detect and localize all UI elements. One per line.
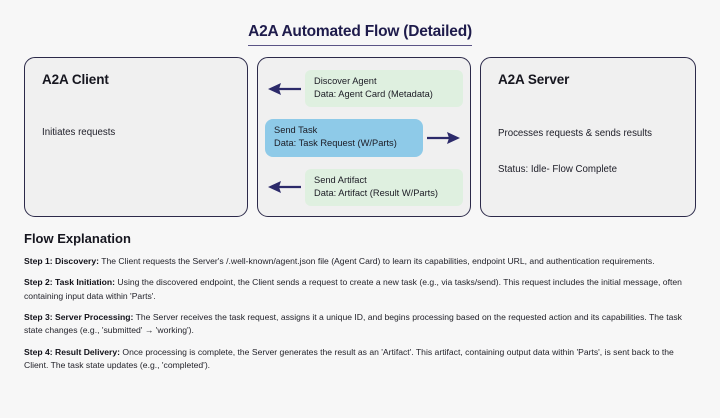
flow-explanation-section: Flow Explanation Step 1: Discovery: The …	[24, 231, 696, 372]
server-panel-description: Processes requests & sends results	[498, 128, 652, 139]
server-panel-title: A2A Server	[498, 72, 570, 87]
arrow-left-icon	[265, 82, 305, 96]
explanation-step-3: Step 3: Server Processing: The Server re…	[24, 311, 696, 338]
page-title: A2A Automated Flow (Detailed)	[248, 23, 472, 46]
message-box-send-artifact: Send Artifact Data: Artifact (Result W/P…	[305, 168, 463, 206]
message-row-send-artifact: Send Artifact Data: Artifact (Result W/P…	[265, 168, 463, 207]
message-label: Send Artifact	[314, 174, 367, 185]
message-flow-panel: Discover Agent Data: Agent Card (Metadat…	[257, 57, 471, 217]
step-label: Step 3: Server Processing:	[24, 311, 134, 322]
arrow-left-icon	[265, 180, 305, 194]
step-label: Step 1: Discovery:	[24, 256, 99, 266]
step-text: The Server receives the task request, as…	[24, 311, 682, 336]
message-data: Data: Artifact (Result W/Parts)	[314, 187, 438, 198]
message-row-send-task: Send Task Data: Task Request (W/Parts)	[265, 118, 463, 157]
explanation-step-4: Step 4: Result Delivery: Once processing…	[24, 346, 696, 373]
message-data: Data: Agent Card (Metadata)	[314, 89, 433, 100]
step-text: Once processing is complete, the Server …	[24, 346, 674, 370]
flow-explanation-heading: Flow Explanation	[24, 231, 131, 246]
step-text: Using the discovered endpoint, the Clien…	[24, 277, 682, 301]
message-box-discover-agent: Discover Agent Data: Agent Card (Metadat…	[305, 69, 463, 108]
step-label: Step 2: Task Initiation:	[24, 277, 116, 288]
client-panel-title: A2A Client	[42, 72, 109, 87]
message-label: Discover Agent	[314, 75, 377, 86]
server-panel: A2A Server Processes requests & sends re…	[480, 57, 696, 217]
message-data: Data: Task Request (W/Parts)	[274, 138, 397, 149]
flow-diagram: A2A Client Initiates requests Discover A…	[24, 57, 696, 217]
message-label: Send Task	[274, 125, 318, 136]
step-label: Step 4: Result Delivery:	[24, 346, 120, 357]
message-row-discover-agent: Discover Agent Data: Agent Card (Metadat…	[265, 69, 463, 108]
message-box-send-task: Send Task Data: Task Request (W/Parts)	[265, 119, 423, 157]
explanation-step-2: Step 2: Task Initiation: Using the disco…	[24, 276, 696, 303]
client-panel: A2A Client Initiates requests	[24, 57, 248, 217]
explanation-step-1: Step 1: Discovery: The Client requests t…	[24, 255, 696, 268]
client-panel-description: Initiates requests	[42, 127, 116, 138]
page-title-container: A2A Automated Flow (Detailed)	[0, 0, 720, 46]
arrow-right-icon	[423, 131, 463, 145]
step-text: The Client requests the Server's /.well-…	[99, 256, 655, 266]
server-status-text: Status: Idle- Flow Complete	[498, 164, 617, 175]
